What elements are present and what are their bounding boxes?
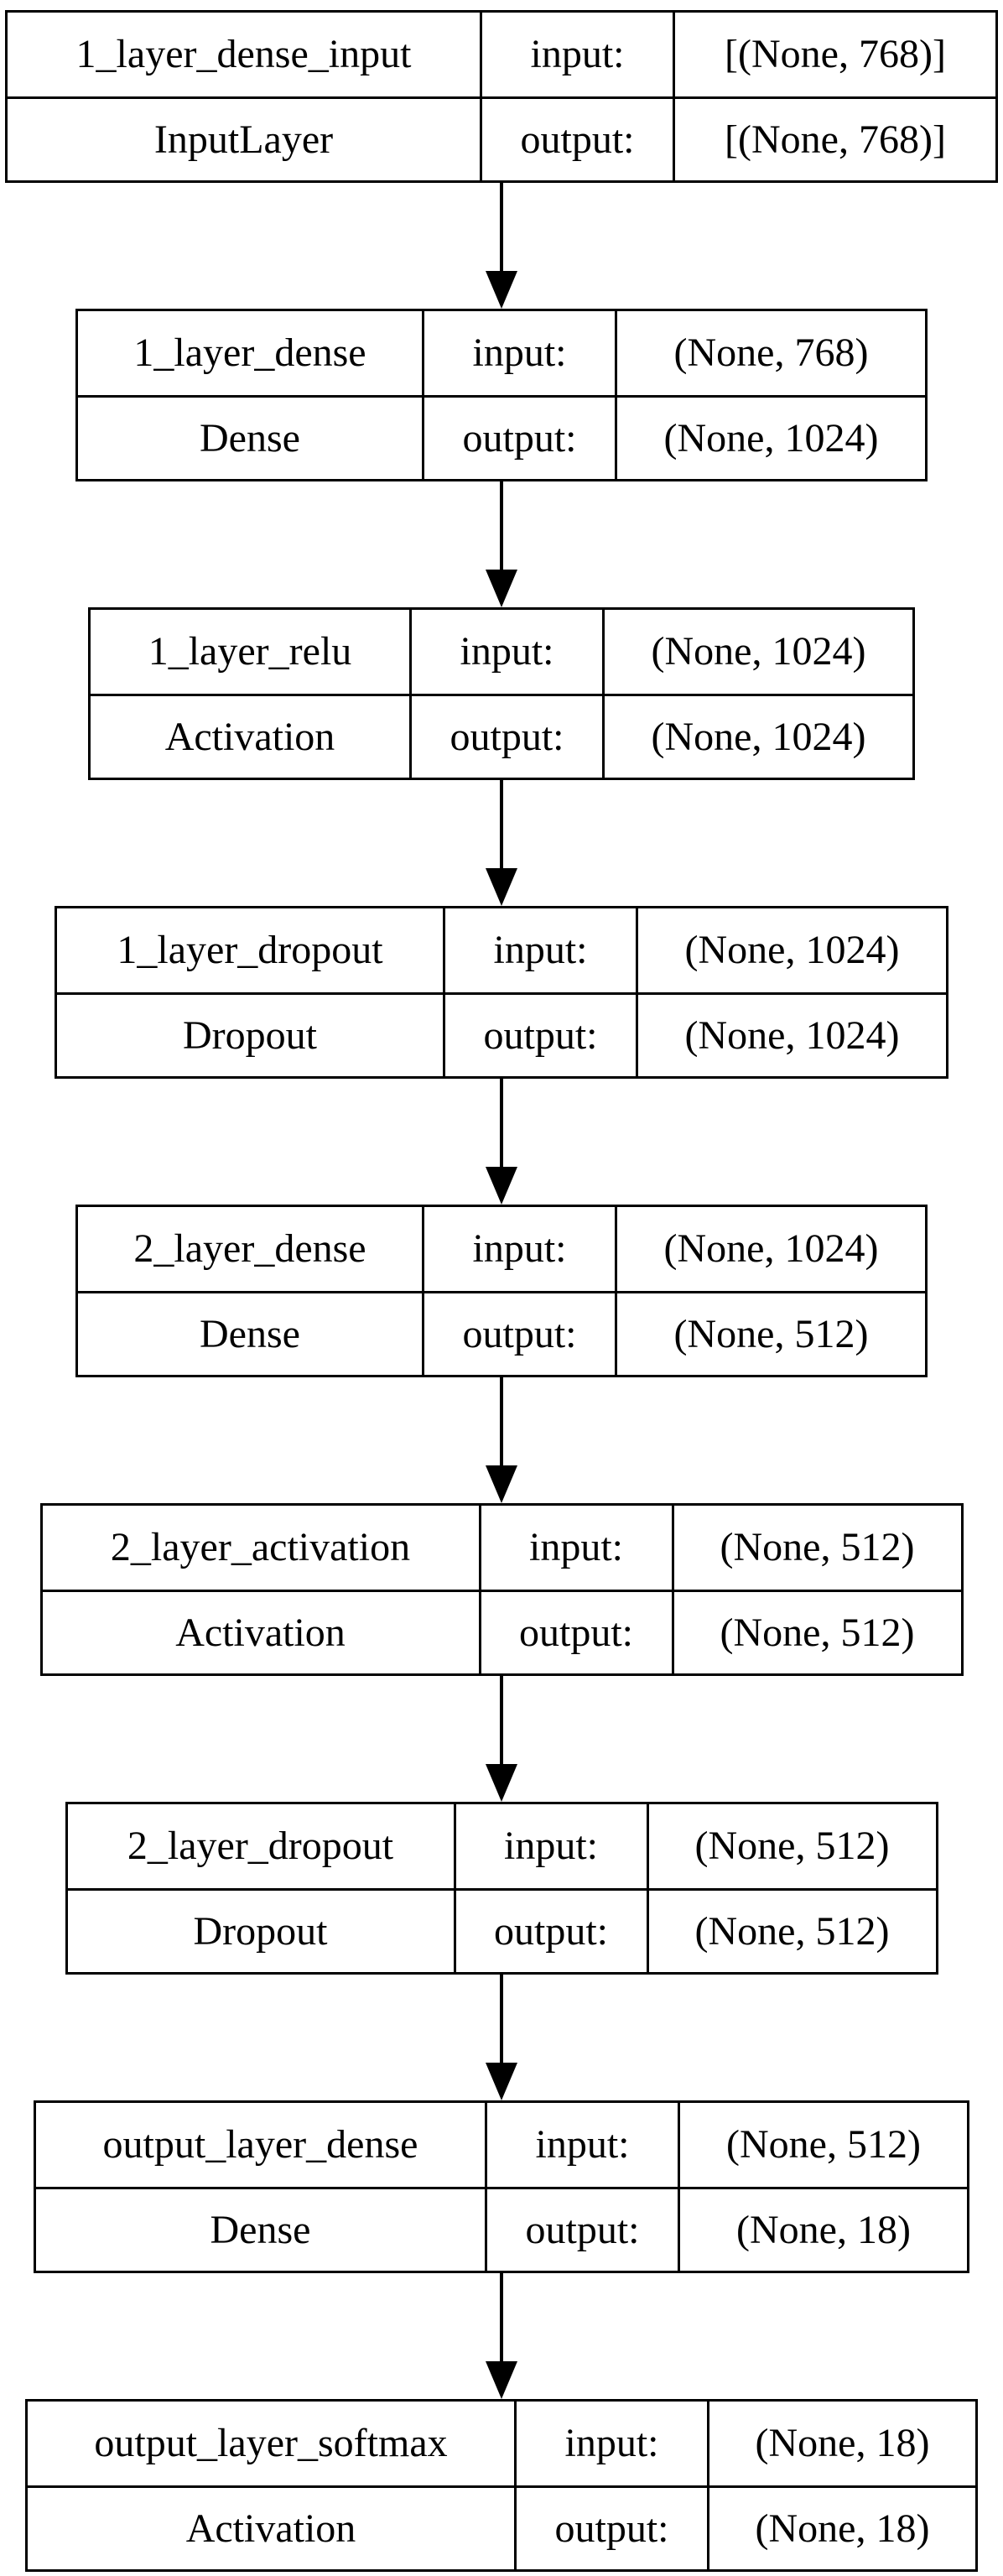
layer-input-shape: (None, 512) bbox=[646, 1804, 936, 1888]
layer-output-shape: (None, 1024) bbox=[636, 992, 946, 1076]
output-label: output: bbox=[422, 395, 615, 479]
input-label: input: bbox=[422, 311, 615, 395]
layer-name: 1_layer_dense bbox=[78, 311, 422, 395]
arrow-line bbox=[500, 1079, 503, 1167]
arrow-line bbox=[500, 2273, 503, 2361]
layer-node-1-layer-dense-input: 1_layer_dense_input input: [(None, 768)]… bbox=[5, 10, 998, 183]
connector-arrow bbox=[486, 183, 517, 309]
output-label: output: bbox=[514, 2485, 707, 2569]
output-label: output: bbox=[443, 992, 636, 1076]
output-label: output: bbox=[485, 2187, 678, 2271]
layer-node-1-layer-dense: 1_layer_dense input: (None, 768) Dense o… bbox=[75, 309, 928, 481]
connector-arrow bbox=[486, 780, 517, 906]
layer-name: output_layer_dense bbox=[36, 2103, 485, 2187]
connector-arrow bbox=[486, 1377, 517, 1503]
layer-input-shape: (None, 1024) bbox=[615, 1207, 925, 1291]
layer-output-shape: (None, 18) bbox=[707, 2485, 975, 2569]
layer-output-shape: (None, 512) bbox=[671, 1590, 961, 1673]
arrow-line bbox=[500, 1377, 503, 1465]
connector-arrow bbox=[486, 1676, 517, 1802]
arrow-line bbox=[500, 1676, 503, 1764]
layer-type: Dropout bbox=[57, 992, 443, 1076]
input-label: input: bbox=[409, 610, 602, 694]
layer-type: Activation bbox=[42, 1590, 479, 1673]
layer-type: Dense bbox=[78, 395, 422, 479]
layer-type: InputLayer bbox=[8, 96, 480, 180]
layer-name: 2_layer_dense bbox=[78, 1207, 422, 1291]
layer-name: 1_layer_relu bbox=[91, 610, 409, 694]
connector-arrow bbox=[486, 1079, 517, 1205]
layer-input-shape: (None, 768) bbox=[615, 311, 925, 395]
arrow-line bbox=[500, 780, 503, 868]
output-label: output: bbox=[409, 694, 602, 778]
layer-output-shape: (None, 1024) bbox=[615, 395, 925, 479]
output-label: output: bbox=[480, 96, 673, 180]
input-label: input: bbox=[478, 1506, 672, 1590]
arrow-head-down-icon bbox=[486, 271, 517, 309]
layer-node-2-layer-activation: 2_layer_activation input: (None, 512) Ac… bbox=[39, 1503, 964, 1676]
input-label: input: bbox=[422, 1207, 615, 1291]
output-label: output: bbox=[422, 1291, 615, 1375]
layer-input-shape: (None, 1024) bbox=[636, 908, 946, 992]
layer-type: Dense bbox=[78, 1291, 422, 1375]
layer-node-output-layer-softmax: output_layer_softmax input: (None, 18) A… bbox=[25, 2399, 978, 2572]
layer-input-shape: (None, 1024) bbox=[602, 610, 912, 694]
layer-output-shape: (None, 18) bbox=[678, 2187, 967, 2271]
arrow-head-down-icon bbox=[486, 1465, 517, 1503]
arrow-line bbox=[500, 481, 503, 570]
layer-input-shape: (None, 18) bbox=[707, 2402, 975, 2485]
layer-name: output_layer_softmax bbox=[28, 2402, 514, 2485]
layer-output-shape: (None, 512) bbox=[615, 1291, 925, 1375]
layer-output-shape: (None, 512) bbox=[646, 1888, 936, 1972]
layer-name: 2_layer_activation bbox=[42, 1506, 479, 1590]
layer-input-shape: (None, 512) bbox=[678, 2103, 967, 2187]
input-label: input: bbox=[453, 1804, 647, 1888]
layer-output-shape: [(None, 768)] bbox=[673, 96, 995, 180]
layer-name: 2_layer_dropout bbox=[67, 1804, 454, 1888]
arrow-line bbox=[500, 183, 503, 271]
layer-node-output-layer-dense: output_layer_dense input: (None, 512) De… bbox=[34, 2100, 969, 2273]
layer-type: Dense bbox=[36, 2187, 485, 2271]
layer-name: 1_layer_dropout bbox=[57, 908, 443, 992]
arrow-head-down-icon bbox=[486, 2063, 517, 2100]
layer-output-shape: (None, 1024) bbox=[602, 694, 912, 778]
layer-input-shape: [(None, 768)] bbox=[673, 13, 995, 96]
input-label: input: bbox=[514, 2402, 707, 2485]
arrow-head-down-icon bbox=[486, 868, 517, 906]
input-label: input: bbox=[480, 13, 673, 96]
arrow-head-down-icon bbox=[486, 1764, 517, 1802]
input-label: input: bbox=[485, 2103, 678, 2187]
layer-node-2-layer-dropout: 2_layer_dropout input: (None, 512) Dropo… bbox=[65, 1802, 938, 1975]
arrow-head-down-icon bbox=[486, 1167, 517, 1205]
layer-input-shape: (None, 512) bbox=[671, 1506, 961, 1590]
layer-name: 1_layer_dense_input bbox=[8, 13, 480, 96]
output-label: output: bbox=[478, 1590, 672, 1673]
output-label: output: bbox=[453, 1888, 647, 1972]
layer-node-1-layer-relu: 1_layer_relu input: (None, 1024) Activat… bbox=[88, 607, 915, 780]
arrow-head-down-icon bbox=[486, 570, 517, 607]
input-label: input: bbox=[443, 908, 636, 992]
connector-arrow bbox=[486, 481, 517, 607]
layer-node-2-layer-dense: 2_layer_dense input: (None, 1024) Dense … bbox=[75, 1205, 928, 1377]
arrow-head-down-icon bbox=[486, 2361, 517, 2399]
arrow-line bbox=[500, 1975, 503, 2063]
layer-type: Activation bbox=[28, 2485, 514, 2569]
layer-type: Activation bbox=[91, 694, 409, 778]
layer-type: Dropout bbox=[67, 1888, 454, 1972]
connector-arrow bbox=[486, 2273, 517, 2399]
layer-node-1-layer-dropout: 1_layer_dropout input: (None, 1024) Drop… bbox=[55, 906, 948, 1079]
connector-arrow bbox=[486, 1975, 517, 2100]
